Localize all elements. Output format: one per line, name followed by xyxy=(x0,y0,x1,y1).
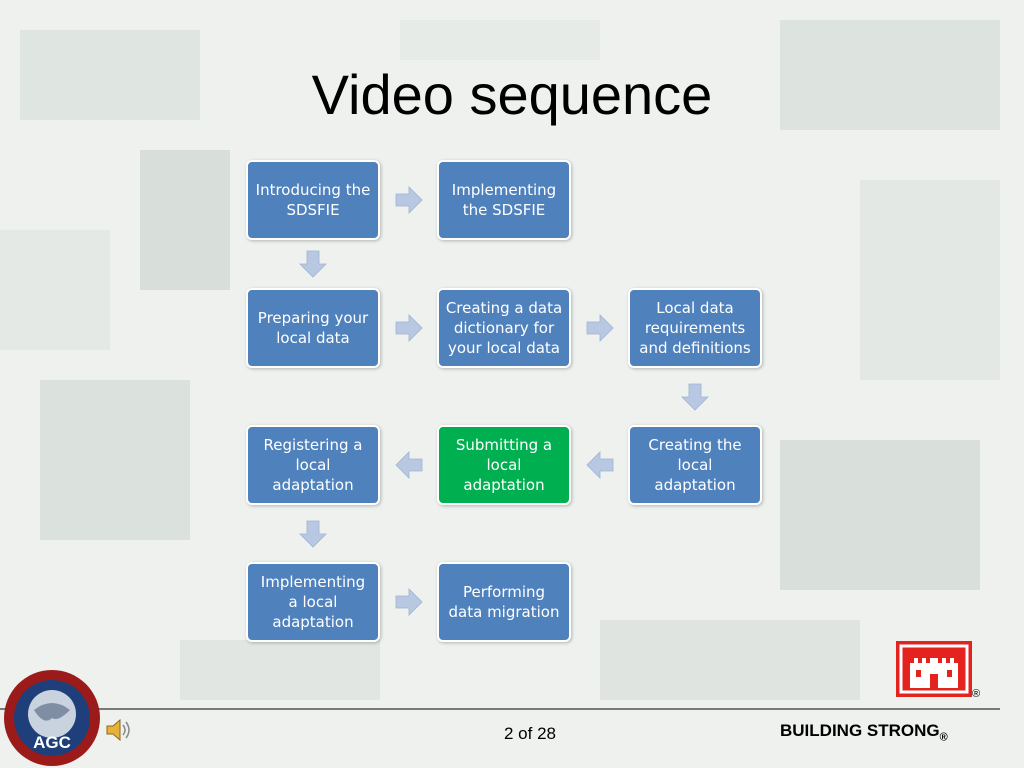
castle-registered-mark: ® xyxy=(972,688,981,700)
step-performing-data-migration: Performing data migration xyxy=(437,562,571,642)
step-local-data-requirements: Local data requirements and definitions xyxy=(628,288,762,368)
arrow-right-icon xyxy=(395,186,423,214)
arrow-right-icon xyxy=(586,314,614,342)
page-indicator: 2 of 28 xyxy=(504,724,556,743)
brand-text: BUILDING STRONG xyxy=(780,721,940,740)
step-registering-a-local-adaptation: Registering a local adaptation xyxy=(246,425,380,505)
brand-registered-mark: ® xyxy=(939,731,948,744)
arrow-right-icon xyxy=(395,314,423,342)
arrow-down-icon xyxy=(299,250,327,278)
step-creating-the-local-adaptation: Creating the local adaptation xyxy=(628,425,762,505)
seal-center-text: AGC xyxy=(33,733,71,752)
step-implementing-a-local-adaptation: Implementing a local adaptation xyxy=(246,562,380,642)
castle-logo xyxy=(896,641,972,697)
step-introducing-the-sdsfie: Introducing the SDSFIE xyxy=(246,160,380,240)
arrow-left-icon xyxy=(585,451,613,479)
step-creating-a-data-dictionary: Creating a data dictionary for your loca… xyxy=(437,288,571,368)
step-implementing-the-sdsfie: Implementing the SDSFIE xyxy=(437,160,571,240)
arrow-down-icon xyxy=(681,383,709,411)
arrow-down-icon xyxy=(299,520,327,548)
arrow-left-icon xyxy=(394,451,422,479)
agc-seal-logo: AGC xyxy=(4,670,100,766)
footer-divider xyxy=(0,708,1000,710)
speaker-icon[interactable] xyxy=(104,716,132,744)
step-submitting-a-local-adaptation: Submitting a local adaptation xyxy=(437,425,571,505)
building-strong-tagline: BUILDING STRONG® xyxy=(780,721,948,743)
arrow-right-icon xyxy=(395,588,423,616)
step-preparing-your-local-data: Preparing your local data xyxy=(246,288,380,368)
slide-title: Video sequence xyxy=(311,63,713,126)
